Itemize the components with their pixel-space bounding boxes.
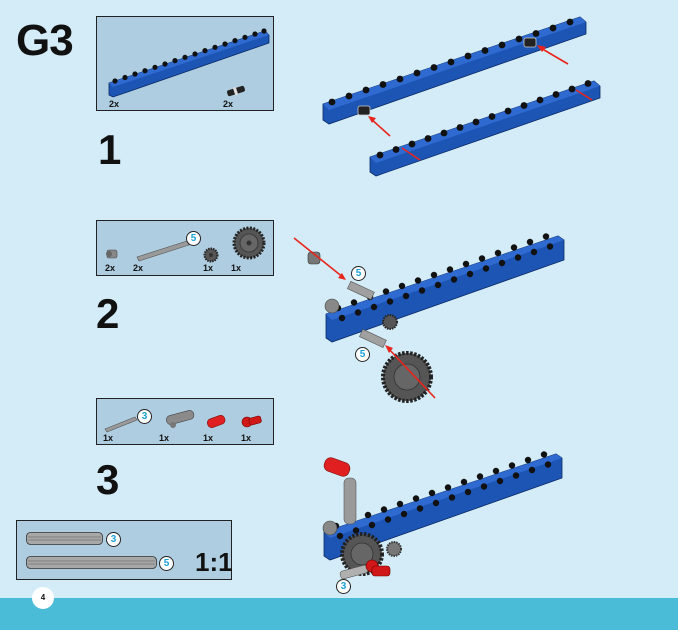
step-number: 1: [98, 126, 122, 173]
step-3-assembly-illustration: [322, 451, 563, 580]
part-qty: 1x: [241, 433, 252, 443]
footer-band: [0, 598, 678, 630]
axle-length-badge: 5: [355, 347, 370, 362]
gear-24-icon: [232, 226, 266, 260]
friction-pin-icon: [227, 85, 245, 97]
axle-3-ruler-icon: [26, 532, 103, 545]
axle-length-badge: 3: [137, 409, 152, 424]
axle-pin-connector-icon: [241, 415, 262, 428]
axle-length-badge: 5: [186, 231, 201, 246]
axle-length-badge: 5: [159, 556, 174, 571]
part-qty: 2x: [105, 263, 116, 273]
step-2-assembly-illustration: [293, 233, 565, 403]
scale-label: 1:1: [195, 547, 233, 577]
step-number: 3: [96, 456, 120, 503]
axle-icon: [104, 416, 138, 433]
step-1-parts-box: 2x 2x: [96, 16, 274, 111]
part-qty: 1x: [203, 433, 214, 443]
technic-beam-icon: [108, 28, 270, 98]
axle-length-badge: 3: [106, 532, 121, 547]
bush-icon: [106, 249, 118, 259]
page-number: 4: [32, 587, 54, 609]
part-qty: 1x: [159, 433, 170, 443]
part-qty: 2x: [133, 263, 144, 273]
part-qty: 1x: [103, 433, 114, 443]
axle-length-badge: 3: [336, 579, 351, 594]
gear-8-icon: [203, 247, 219, 263]
part-qty: 2x: [109, 99, 120, 109]
step-1-assembly-illustration: [322, 16, 601, 177]
part-qty: 1x: [231, 263, 242, 273]
axle-length-badge: 5: [351, 266, 366, 281]
crank-lever-icon: [166, 410, 195, 428]
axle-5-ruler-icon: [26, 556, 157, 569]
part-qty: 2x: [223, 99, 234, 109]
step-3-parts-box: 3 1x 1x 1x 1x: [96, 398, 274, 445]
page-id: G3: [16, 16, 74, 65]
step-number: 2: [96, 290, 120, 337]
step-2-parts-box: 5 2x 2x 1x 1x: [96, 220, 274, 276]
scale-reference-box: 3 5 1:1: [16, 520, 233, 580]
part-qty: 1x: [203, 263, 214, 273]
axle-connector-icon: [207, 414, 226, 428]
